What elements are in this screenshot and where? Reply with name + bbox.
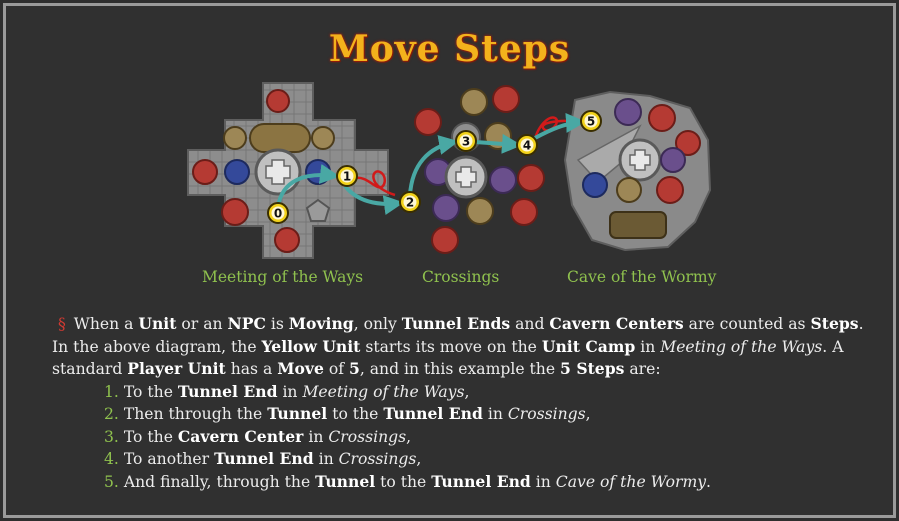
label-crossings: Crossings [422, 268, 500, 286]
steps-list: 1. To the Tunnel End in Meeting of the W… [52, 381, 882, 494]
list-item: 1. To the Tunnel End in Meeting of the W… [104, 381, 470, 401]
step-marker-label: 5 [587, 115, 595, 129]
step-marker-4: 4 [516, 134, 538, 156]
step-marker-label: 3 [462, 135, 470, 149]
step-marker-2: 2 [399, 191, 421, 213]
page-title: Move Steps [328, 28, 571, 70]
frame-border [3, 3, 896, 518]
step-marker-label: 2 [406, 196, 414, 210]
label-cave-of-the-wormy: Cave of the Wormy [567, 268, 717, 286]
step-marker-5: 5 [580, 110, 602, 132]
label-meeting-of-the-ways: Meeting of the Ways [202, 268, 364, 286]
list-item: 3. To the Cavern Center in Crossings, [104, 426, 412, 446]
step-marker-label: 0 [274, 207, 282, 221]
list-item: 4. To another Tunnel End in Crossings, [104, 449, 422, 468]
step-marker-label: 1 [343, 170, 351, 184]
board-meeting-of-the-ways [187, 82, 389, 259]
board-cave-of-the-wormy [563, 90, 712, 252]
list-item: 5. And finally, through the Tunnel to th… [104, 471, 712, 491]
move-path [276, 112, 586, 216]
board-crossings [414, 85, 545, 254]
step-marker-label: 4 [523, 139, 531, 153]
step-marker-0: 0 [267, 202, 289, 224]
rules-paragraph: §When a Unit or an NPC is Moving, only T… [52, 314, 864, 378]
step-marker-3: 3 [455, 130, 477, 152]
list-item: 2. Then through the Tunnel to the Tunnel… [104, 404, 591, 423]
rules-text: §When a Unit or an NPC is Moving, only T… [52, 313, 882, 493]
step-marker-1: 1 [336, 165, 358, 187]
section-symbol: § [58, 315, 66, 333]
